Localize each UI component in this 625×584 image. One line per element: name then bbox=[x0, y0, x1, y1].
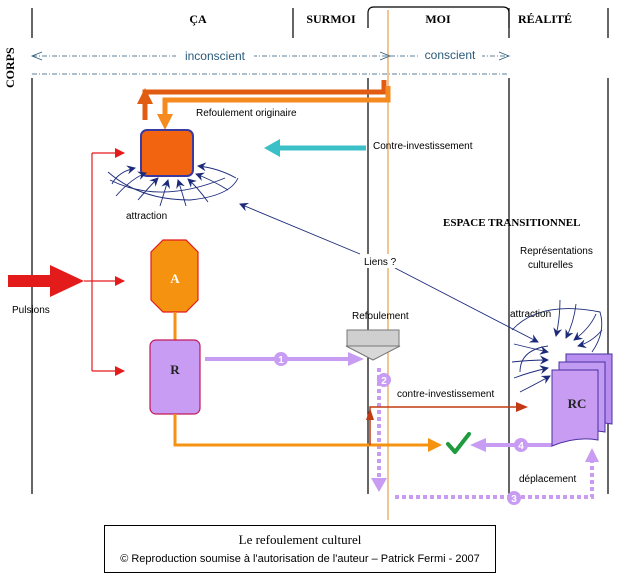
label-espace-transitionnel: ESPACE TRANSITIONNEL bbox=[443, 217, 580, 229]
side-label-corps: CORPS bbox=[3, 47, 17, 88]
column-header-realite: RÉALITÉ bbox=[518, 12, 572, 26]
step-1-badge bbox=[274, 352, 288, 366]
node-a bbox=[150, 239, 199, 313]
label-refoulement: Refoulement bbox=[352, 311, 409, 322]
column-header-surmoi: SURMOI bbox=[306, 12, 356, 26]
label-attraction-right: attraction bbox=[510, 309, 551, 320]
step-4-badge bbox=[514, 438, 528, 452]
label-contre-investissement-low: contre-investissement bbox=[397, 389, 494, 400]
label-representations-1: Représentations bbox=[520, 246, 593, 257]
step-3-badge bbox=[507, 491, 521, 505]
span-label-conscient: conscient bbox=[425, 48, 476, 62]
column-header-moi: MOI bbox=[425, 12, 451, 26]
label-refoulement-originaire: Refoulement originaire bbox=[196, 108, 297, 119]
node-r bbox=[149, 339, 201, 415]
step-3-label: 3 bbox=[511, 494, 517, 505]
attraction-fan-left bbox=[107, 162, 239, 207]
caption-title: Le refoulement culturel bbox=[238, 532, 362, 547]
caption-box: Le refoulement culturel © Reproduction s… bbox=[104, 525, 496, 573]
label-representations-2: culturelles bbox=[528, 260, 573, 271]
label-deplacement: déplacement bbox=[519, 474, 576, 485]
node-rc-label: RC bbox=[568, 396, 587, 411]
node-a-label: A bbox=[170, 271, 180, 286]
refoulement-arrow bbox=[345, 329, 401, 361]
liens-lines bbox=[239, 202, 539, 343]
step-2-label: 2 bbox=[381, 376, 387, 387]
label-pulsions: Pulsions bbox=[12, 305, 50, 316]
check-icon bbox=[446, 432, 471, 454]
caption-copyright: © Reproduction soumise à l'autorisation … bbox=[120, 553, 480, 565]
attraction-fan-right bbox=[511, 299, 603, 393]
teal-arrowhead bbox=[264, 139, 280, 157]
node-rc bbox=[551, 353, 613, 447]
span-label-inconscient: inconscient bbox=[185, 49, 246, 63]
step-4-label: 4 bbox=[518, 441, 524, 452]
step-2-badge bbox=[377, 373, 391, 387]
refoule-originaire-box bbox=[140, 129, 194, 177]
step-1-label: 1 bbox=[278, 355, 284, 366]
label-attraction-left: attraction bbox=[126, 211, 167, 222]
pulsions-arrow bbox=[8, 265, 84, 297]
span-lines bbox=[30, 51, 511, 75]
label-contre-investissement-top: Contre-investissement bbox=[373, 141, 473, 152]
refoulement-originaire-arrows bbox=[137, 80, 391, 130]
pulsions-branches bbox=[84, 148, 125, 376]
column-header-ca: ÇA bbox=[189, 12, 207, 26]
label-liens: Liens ? bbox=[364, 257, 397, 268]
node-r-label: R bbox=[170, 362, 180, 377]
